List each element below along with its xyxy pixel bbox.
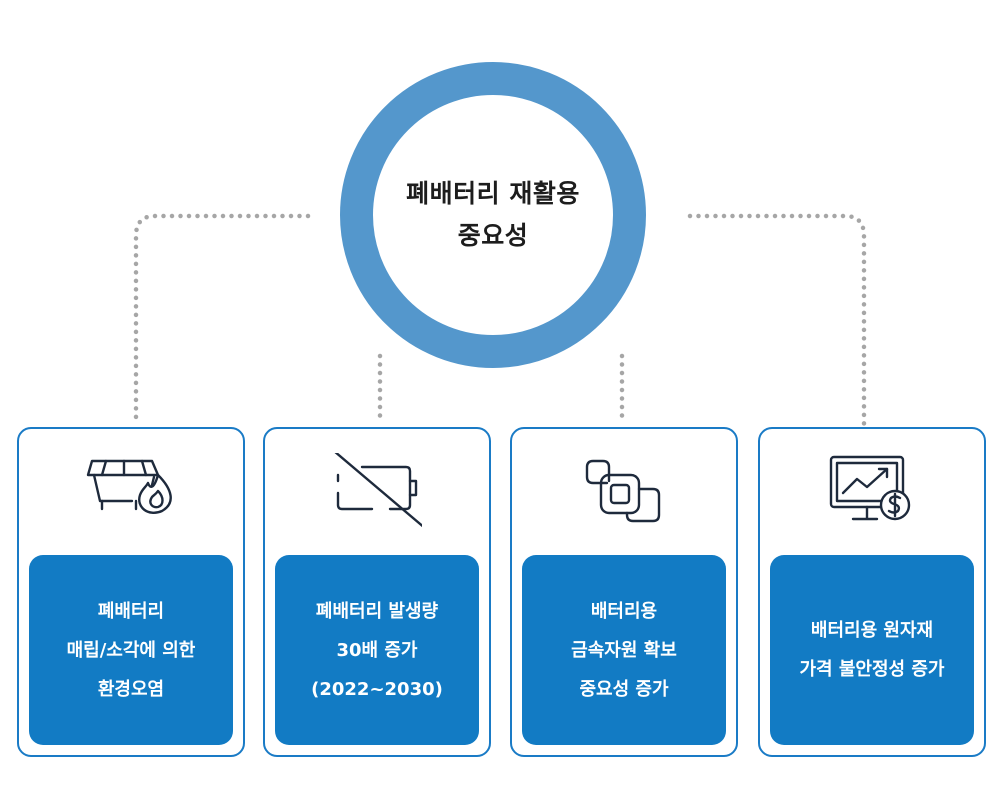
battery-slash-icon — [334, 453, 422, 528]
connector-right — [687, 213, 867, 427]
center-ring: 폐배터리 재활용 중요성 — [340, 62, 646, 368]
dumpster-fire-icon — [86, 459, 172, 514]
card-label-box: 배터리용 금속자원 확보 중요성 증가 — [522, 555, 726, 745]
card-2-line-3: (2022~2030) — [311, 678, 443, 700]
center-title-line1: 폐배터리 재활용 — [406, 179, 580, 208]
card-landfill-pollution: 폐배터리 매립/소각에 의한 환경오염 — [17, 427, 245, 757]
card-4-line-2: 가격 불안정성 증가 — [799, 659, 945, 680]
card-4-line-1: 배터리용 원자재 — [810, 620, 934, 641]
card-label-box: 폐배터리 발생량 30배 증가 (2022~2030) — [275, 555, 479, 745]
card-2-line-2: 30배 증가 — [336, 639, 418, 661]
card-1-line-3: 환경오염 — [97, 678, 165, 700]
card-price-instability: 배터리용 원자재 가격 불안정성 증가 — [758, 427, 986, 757]
card-2-line-1: 폐배터리 발생량 — [315, 600, 439, 622]
center-title-line2: 중요성 — [457, 221, 529, 250]
card-metal-resources: 배터리용 금속자원 확보 중요성 증가 — [510, 427, 738, 757]
card-label-box: 폐배터리 매립/소각에 의한 환경오염 — [29, 555, 233, 745]
card-3-line-3: 중요성 증가 — [579, 678, 669, 700]
card-3-line-2: 금속자원 확보 — [571, 639, 677, 661]
card-battery-volume: 폐배터리 발생량 30배 증가 (2022~2030) — [263, 427, 491, 757]
connector-left — [133, 213, 311, 427]
card-1-line-2: 매립/소각에 의한 — [66, 639, 196, 661]
overlapping-squares-icon — [585, 459, 661, 523]
monitor-chart-dollar-icon — [829, 455, 911, 521]
card-3-line-1: 배터리용 — [590, 600, 658, 622]
card-1-line-1: 폐배터리 — [97, 600, 165, 622]
card-label-box: 배터리용 원자재 가격 불안정성 증가 — [770, 555, 974, 745]
